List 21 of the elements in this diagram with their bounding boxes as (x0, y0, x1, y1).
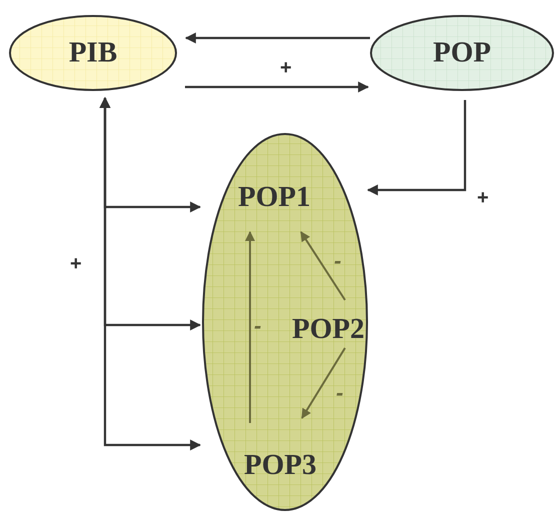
ellipse-node (9, 15, 177, 91)
node-label: PIB (68, 38, 118, 68)
sign-label: + (70, 254, 82, 274)
arrow (366, 100, 466, 196)
node-label: POP1 (238, 183, 310, 212)
edge-label: + (477, 188, 489, 208)
arrow (245, 231, 255, 423)
edge-label: - (334, 250, 342, 272)
ellipse-group (202, 133, 368, 511)
arrow (185, 82, 370, 92)
ellipse-node (370, 15, 554, 91)
arrow (301, 347, 346, 419)
node-label: POP3 (244, 451, 316, 480)
arrow (300, 231, 346, 301)
node-label: POP2 (292, 315, 364, 344)
arrow (184, 32, 370, 44)
edge-label: - (254, 315, 262, 337)
node-label: POP (432, 38, 492, 68)
arrow (100, 96, 202, 450)
edge-label: - (336, 382, 344, 404)
edge-label: + (280, 58, 292, 78)
